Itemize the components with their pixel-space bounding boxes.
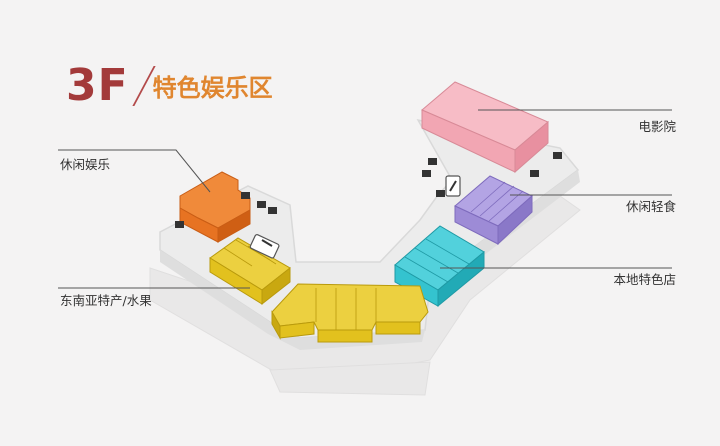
- facility-icons: [175, 152, 562, 259]
- floor-heading: 3F 特色娱乐区: [66, 58, 273, 108]
- leader-lines: [58, 109, 672, 289]
- escalator-icon: [249, 234, 280, 259]
- restroom-icon: [241, 192, 277, 214]
- label-leisure-entertainment: 休闲娱乐: [60, 157, 111, 172]
- floor-number: 3F: [66, 60, 129, 111]
- zone-leisure-entertainment[interactable]: [179, 171, 251, 243]
- zone-cinema[interactable]: [421, 81, 549, 174]
- label-sea-specialty-fruit: 东南亚特产/水果: [60, 293, 152, 308]
- zone-sea-specialty-fruit[interactable]: [209, 237, 429, 343]
- label-leisure-snack: 休闲轻食: [625, 199, 676, 214]
- escalator-icon: [445, 175, 461, 197]
- restroom-icon: [422, 158, 445, 197]
- floor-title: 特色娱乐区: [152, 74, 273, 102]
- label-local-specialty: 本地特色店: [613, 272, 676, 287]
- zone-leisure-snack[interactable]: [454, 175, 533, 246]
- elevator-icon: [175, 152, 562, 228]
- label-cinema: 电影院: [638, 119, 676, 134]
